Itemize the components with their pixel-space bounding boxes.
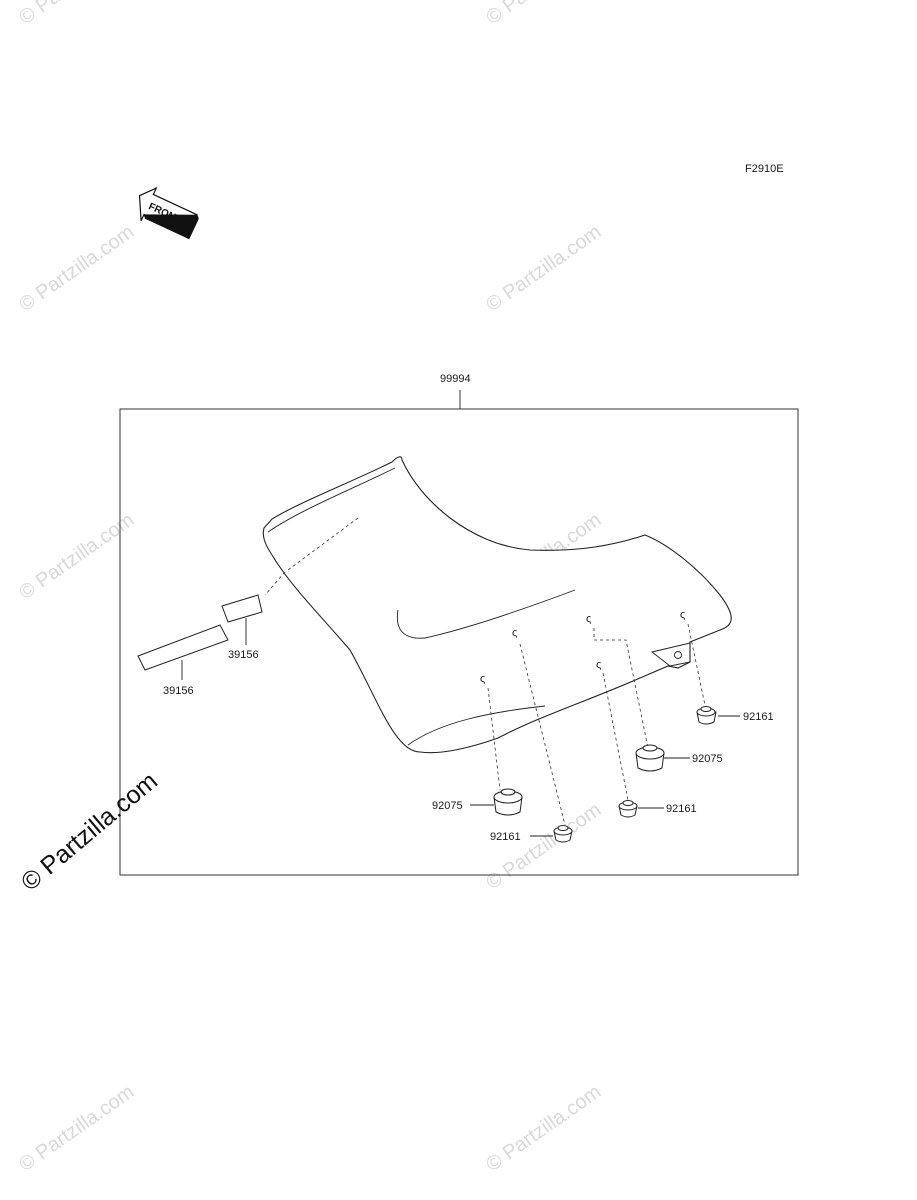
strap-long	[137, 624, 229, 671]
seat-outline	[262, 456, 732, 754]
assembly-box	[119, 408, 799, 876]
assembly-label: 99994	[440, 373, 471, 385]
seat-inner-edge	[267, 467, 396, 533]
callout-damper-left-large: 92075	[432, 800, 463, 812]
seat-lower-curve	[407, 705, 546, 746]
watermark-main: © Partzilla.com	[16, 767, 163, 897]
damper-left-large	[493, 788, 523, 816]
hook-markers: ς ς ς ς ς	[480, 609, 685, 685]
hook-marker: ς	[586, 613, 591, 625]
watermark: © Partzilla.com	[482, 0, 605, 29]
hook-marker: ς	[596, 659, 601, 671]
watermark: © Partzilla.com	[15, 221, 138, 316]
callout-damper-mid-small: 92161	[666, 803, 697, 815]
callout-damper-right-large: 92075	[692, 753, 723, 765]
strap-parts: 39156 39156	[137, 594, 263, 697]
callout-damper-right-small: 92161	[743, 711, 774, 723]
seat-dip-curve	[396, 589, 576, 639]
hook-marker: ς	[680, 609, 685, 621]
damper-right-large	[635, 744, 665, 772]
damper-parts: 92161 92075 92161 92075	[432, 706, 774, 843]
watermark: © Partzilla.com	[15, 0, 138, 29]
hook-marker: ς	[480, 673, 485, 685]
guide-lines	[487, 623, 707, 826]
strap-path-line-2	[264, 571, 286, 596]
front-arrow-icon: FRONT	[138, 186, 199, 240]
damper-left-small	[553, 825, 573, 843]
callout-strap-short: 39156	[228, 649, 259, 661]
callout-damper-left-small: 92161	[490, 831, 521, 843]
bracket-hole	[674, 651, 682, 659]
watermark: © Partzilla.com	[15, 1081, 138, 1176]
damper-mid-small	[618, 800, 638, 818]
strap-short	[221, 594, 263, 623]
seat-assembly	[262, 456, 732, 754]
callout-strap-long: 39156	[163, 685, 194, 697]
watermark: © Partzilla.com	[482, 1081, 605, 1176]
damper-right-small	[696, 706, 717, 725]
figure-code: F2910E	[745, 163, 784, 175]
watermark: © Partzilla.com	[482, 221, 605, 316]
strap-path-line	[287, 517, 359, 571]
seat-bracket	[650, 642, 691, 667]
hook-marker: ς	[512, 627, 517, 639]
